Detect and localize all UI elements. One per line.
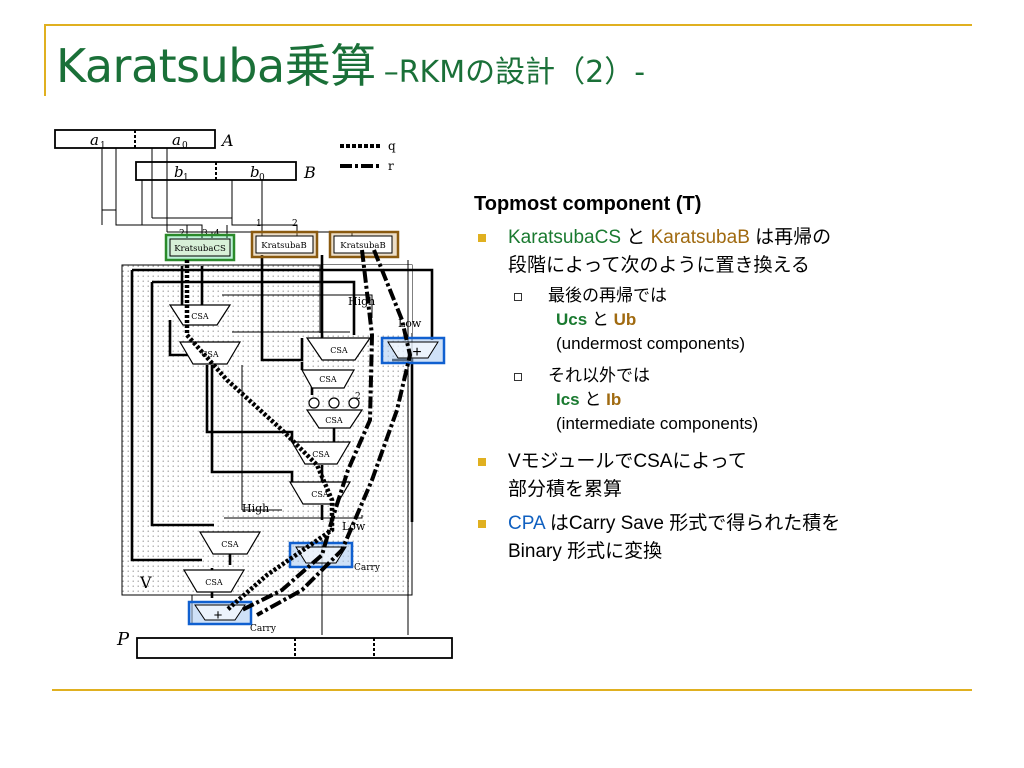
bottom-rule	[52, 689, 972, 691]
svg-text:+: +	[412, 344, 421, 361]
v-label: V	[139, 573, 152, 592]
b0-label: b	[250, 163, 260, 181]
path-r-left	[241, 249, 375, 612]
bullet-marker	[478, 520, 486, 528]
sub-bullet-marker	[514, 293, 522, 301]
svg-text:1: 1	[100, 141, 106, 151]
svg-text:CSA: CSA	[312, 450, 330, 459]
legend: q r	[340, 139, 396, 173]
bullet-marker	[478, 234, 486, 242]
svg-text:+: +	[214, 607, 223, 624]
svg-text:KratsubaB: KratsubaB	[261, 241, 307, 251]
svg-text:CSA: CSA	[205, 578, 223, 587]
content-panel: Topmost component (T) KaratsubaCS と Kara…	[474, 193, 994, 570]
p-label: P	[116, 629, 130, 650]
svg-text:1: 1	[256, 219, 262, 229]
csa-3: CSA	[305, 337, 372, 361]
cpa-low: +	[380, 336, 446, 365]
slide-title: Karatsuba乗算–RKMの設計（2）-	[56, 30, 645, 96]
path-q	[184, 260, 335, 612]
left-rule	[44, 24, 46, 96]
svg-text:Carry: Carry	[250, 624, 277, 634]
title-sub: –RKMの設計（2）-	[383, 55, 646, 90]
csa-9: CSA	[182, 569, 246, 593]
register-a: a 1 a 0 A	[54, 129, 234, 151]
svg-text:1: 1	[183, 173, 189, 183]
svg-text:CSA: CSA	[221, 540, 239, 549]
svg-text:Low: Low	[398, 317, 422, 330]
b1-label: b	[174, 163, 184, 181]
svg-text:KratsubaB: KratsubaB	[340, 241, 386, 251]
bullet-1: KaratsubaCS と KaratsubaB は再帰の 段階によって次のよう…	[474, 224, 994, 280]
cpa-carry	[288, 541, 354, 569]
svg-text:CSA: CSA	[319, 375, 337, 384]
svg-text:High: High	[242, 502, 269, 515]
section-heading: Topmost component (T)	[474, 193, 702, 215]
csa-8: CSA	[198, 531, 262, 555]
rkm-diagram: a 1 a 0 A b 1 b 0 B q r	[54, 129, 453, 659]
sub-bullet-marker	[514, 373, 522, 381]
a0-label: a	[172, 131, 181, 149]
svg-text:CSA: CSA	[325, 416, 343, 425]
sub-bullet-1: 最後の再帰では Ucs と Ub (undermost components)	[474, 284, 994, 356]
bullet-3: CPA はCarry Save 形式で得られた積を Binary 形式に変換	[474, 510, 994, 566]
svg-text:KratsubaCS: KratsubaCS	[174, 244, 226, 254]
csa-5: CSA	[305, 409, 364, 429]
register-b: b 1 b 0 B	[135, 161, 316, 183]
box-kratsubacs: KratsubaCS	[164, 233, 236, 262]
title-main: Karatsuba乗算	[56, 39, 376, 93]
a1-label: a	[90, 131, 99, 149]
svg-text:High: High	[348, 295, 375, 308]
bullet-2: VモジュールでCSAによって 部分積を累算	[474, 448, 994, 504]
svg-text:0: 0	[259, 173, 265, 183]
box-kratsubab-1: KratsubaB	[250, 230, 319, 259]
path-r-right	[256, 249, 413, 617]
svg-text:r: r	[388, 159, 394, 173]
B-label: B	[303, 163, 316, 182]
cpa-final: +	[187, 600, 253, 626]
svg-text:0: 0	[182, 141, 188, 151]
svg-text:CSA: CSA	[330, 346, 348, 355]
A-label: A	[220, 131, 234, 150]
svg-text:2: 2	[292, 219, 298, 229]
svg-text:CSA: CSA	[191, 312, 209, 321]
svg-text:CSA: CSA	[201, 350, 219, 359]
svg-text:q: q	[388, 139, 396, 153]
csa-4: CSA	[300, 369, 356, 389]
svg-text:Carry: Carry	[354, 563, 381, 573]
svg-text:Low: Low	[342, 520, 366, 533]
csa-6: CSA	[290, 441, 352, 465]
svg-text:CSA: CSA	[311, 490, 329, 499]
top-rule	[44, 24, 972, 26]
bullet-marker	[478, 458, 486, 466]
sub-bullet-2: それ以外では Ics と Ib (intermediate components…	[474, 364, 994, 436]
csa-2: CSA	[178, 341, 242, 365]
register-p	[136, 637, 453, 659]
